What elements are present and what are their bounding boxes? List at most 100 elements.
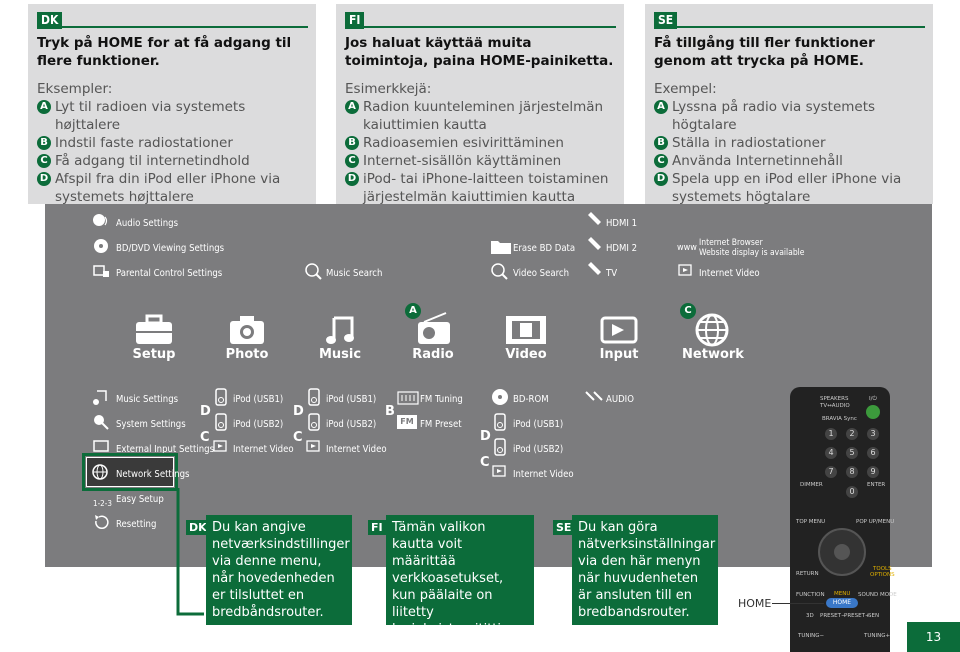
music-search-icon [305,263,322,280]
remote-digit-9[interactable]: 9 [867,466,879,478]
menu-item-audio-settings[interactable]: Audio Settings [116,218,179,229]
setup-item-music-settings[interactable]: Music Settings [116,394,179,405]
remote-digit-5[interactable]: 5 [846,447,858,459]
power-button[interactable] [866,405,880,419]
system-settings-icon [94,415,109,430]
menu-item-internet-video[interactable]: Internet Video [699,268,760,279]
remote-digit-8[interactable]: 8 [846,466,858,478]
se-examples-label: Exempel: [654,81,717,97]
setup-item-system-settings[interactable]: System Settings [116,419,186,430]
note-se-text: Du kan göra nätverksinställningar via de… [578,520,716,620]
audio-cable-icon [585,391,603,401]
marker-a: A [405,303,421,319]
menu-item-hdmi1[interactable]: HDMI 1 [606,218,638,229]
video-item-ipod-usb1[interactable]: iPod (USB1) [513,419,564,430]
remote-home-button[interactable]: HOME [826,598,858,608]
easy-setup-number-icon: 1-2-3 [93,499,112,508]
remote-tuning-minus-label: TUNING− [798,633,825,639]
remote-tools-label: TOOLS [873,566,892,572]
menu-item-hdmi2[interactable]: HDMI 2 [606,243,638,254]
dk-intro-box: DK Tryk på HOME for at få adgang til fle… [28,4,316,206]
setup-item-easy-setup[interactable]: Easy Setup [116,494,164,505]
remote-digit-1[interactable]: 1 [825,428,837,440]
music-item-ipod-usb2[interactable]: iPod (USB2) [326,419,377,430]
remote-digit-0[interactable]: 0 [846,486,858,498]
remote-speakers-label: SPEAKERS [820,396,849,402]
remote-digit-2[interactable]: 2 [846,428,858,440]
dk-intro-text: Tryk på HOME for at få adgang til flere … [37,34,310,206]
menu-item-music-search[interactable]: Music Search [326,268,383,279]
menu-item-parental-control[interactable]: Parental Control Settings [116,268,223,279]
internet-video-icon [492,465,506,477]
music-item-ipod-usb1[interactable]: iPod (USB1) [326,394,377,405]
network-settings-icon [92,464,108,480]
remote-digit-6[interactable]: 6 [867,447,879,459]
remote-preset-minus-label: PRESET− [820,613,846,619]
home-callout-label: HOME [738,597,772,610]
ipod-icon [308,388,320,406]
note-fi-text: Tämän valikon kautta voit määrittää verk… [392,520,543,637]
photo-camera-icon [230,316,264,344]
remote-tv-audio-label: TV↔AUDIO [820,403,850,409]
category-radio[interactable]: Radio [412,347,454,362]
video-search-icon [491,263,508,280]
video-item-internet-video[interactable]: Internet Video [513,469,574,480]
category-photo[interactable]: Photo [225,347,269,362]
setup-item-network-settings[interactable]: Network Settings [116,469,190,480]
remote-home-button-label: HOME [832,599,852,606]
remote-dpad-center[interactable] [834,544,850,560]
input-item-audio[interactable]: AUDIO [606,394,634,405]
menu-item-bd-dvd-settings[interactable]: BD/DVD Viewing Settings [116,243,225,254]
category-setup[interactable]: Setup [132,347,176,362]
remote-digit-7[interactable]: 7 [825,466,837,478]
se-example-cont: systemets högtalare [672,189,811,205]
remote-menu-label: MENU [834,591,851,597]
music-item-internet-video[interactable]: Internet Video [326,444,387,455]
category-network[interactable]: Network [682,347,744,362]
menu-item-tv[interactable]: TV [606,268,618,279]
photo-item-ipod-usb1[interactable]: iPod (USB1) [233,394,284,405]
input-icon [600,316,638,344]
home-callout-line [772,603,824,604]
network-globe-icon [695,313,729,347]
video-item-bd-rom[interactable]: BD-ROM [513,394,549,405]
category-video[interactable]: Video [505,347,547,362]
lang-tag-fi: FI [345,12,365,29]
category-music[interactable]: Music [318,347,362,362]
marker-d: D [293,404,304,419]
remote-enter-label: ENTER [867,482,886,488]
page-number: 13 [907,622,960,652]
remote-digit-3[interactable]: 3 [867,428,879,440]
menu-item-erase-bd-data[interactable]: Erase BD Data [513,243,576,254]
category-input[interactable]: Input [599,347,639,362]
ipod-icon [215,413,227,431]
remote-digit-4[interactable]: 4 [825,447,837,459]
photo-item-ipod-usb2[interactable]: iPod (USB2) [233,419,284,430]
radio-item-fm-tuning[interactable]: FM Tuning [420,394,463,405]
lang-tag-se: SE [553,520,575,535]
marker-c: C [293,430,303,445]
setup-item-resetting[interactable]: Resetting [116,519,157,530]
video-item-ipod-usb2[interactable]: iPod (USB2) [513,444,564,455]
bd-disc-icon [492,389,508,405]
menu-item-video-search[interactable]: Video Search [513,268,569,279]
dk-heading: Tryk på HOME for at få adgang til flere … [37,35,292,69]
setup-item-external-input[interactable]: External Input Settings [116,444,215,455]
music-note-icon [326,316,354,344]
note-fi: Tämän valikon kautta voit määrittää verk… [386,515,542,637]
remote-3d-label: 3D [806,613,814,619]
radio-item-fm-preset[interactable]: FM Preset [420,419,462,430]
hdmi-plug-icon [588,237,601,250]
remote-sen-label: SEN [868,613,880,619]
photo-item-internet-video[interactable]: Internet Video [233,444,294,455]
menu-item-internet-browser[interactable]: Internet Browser [699,238,763,248]
